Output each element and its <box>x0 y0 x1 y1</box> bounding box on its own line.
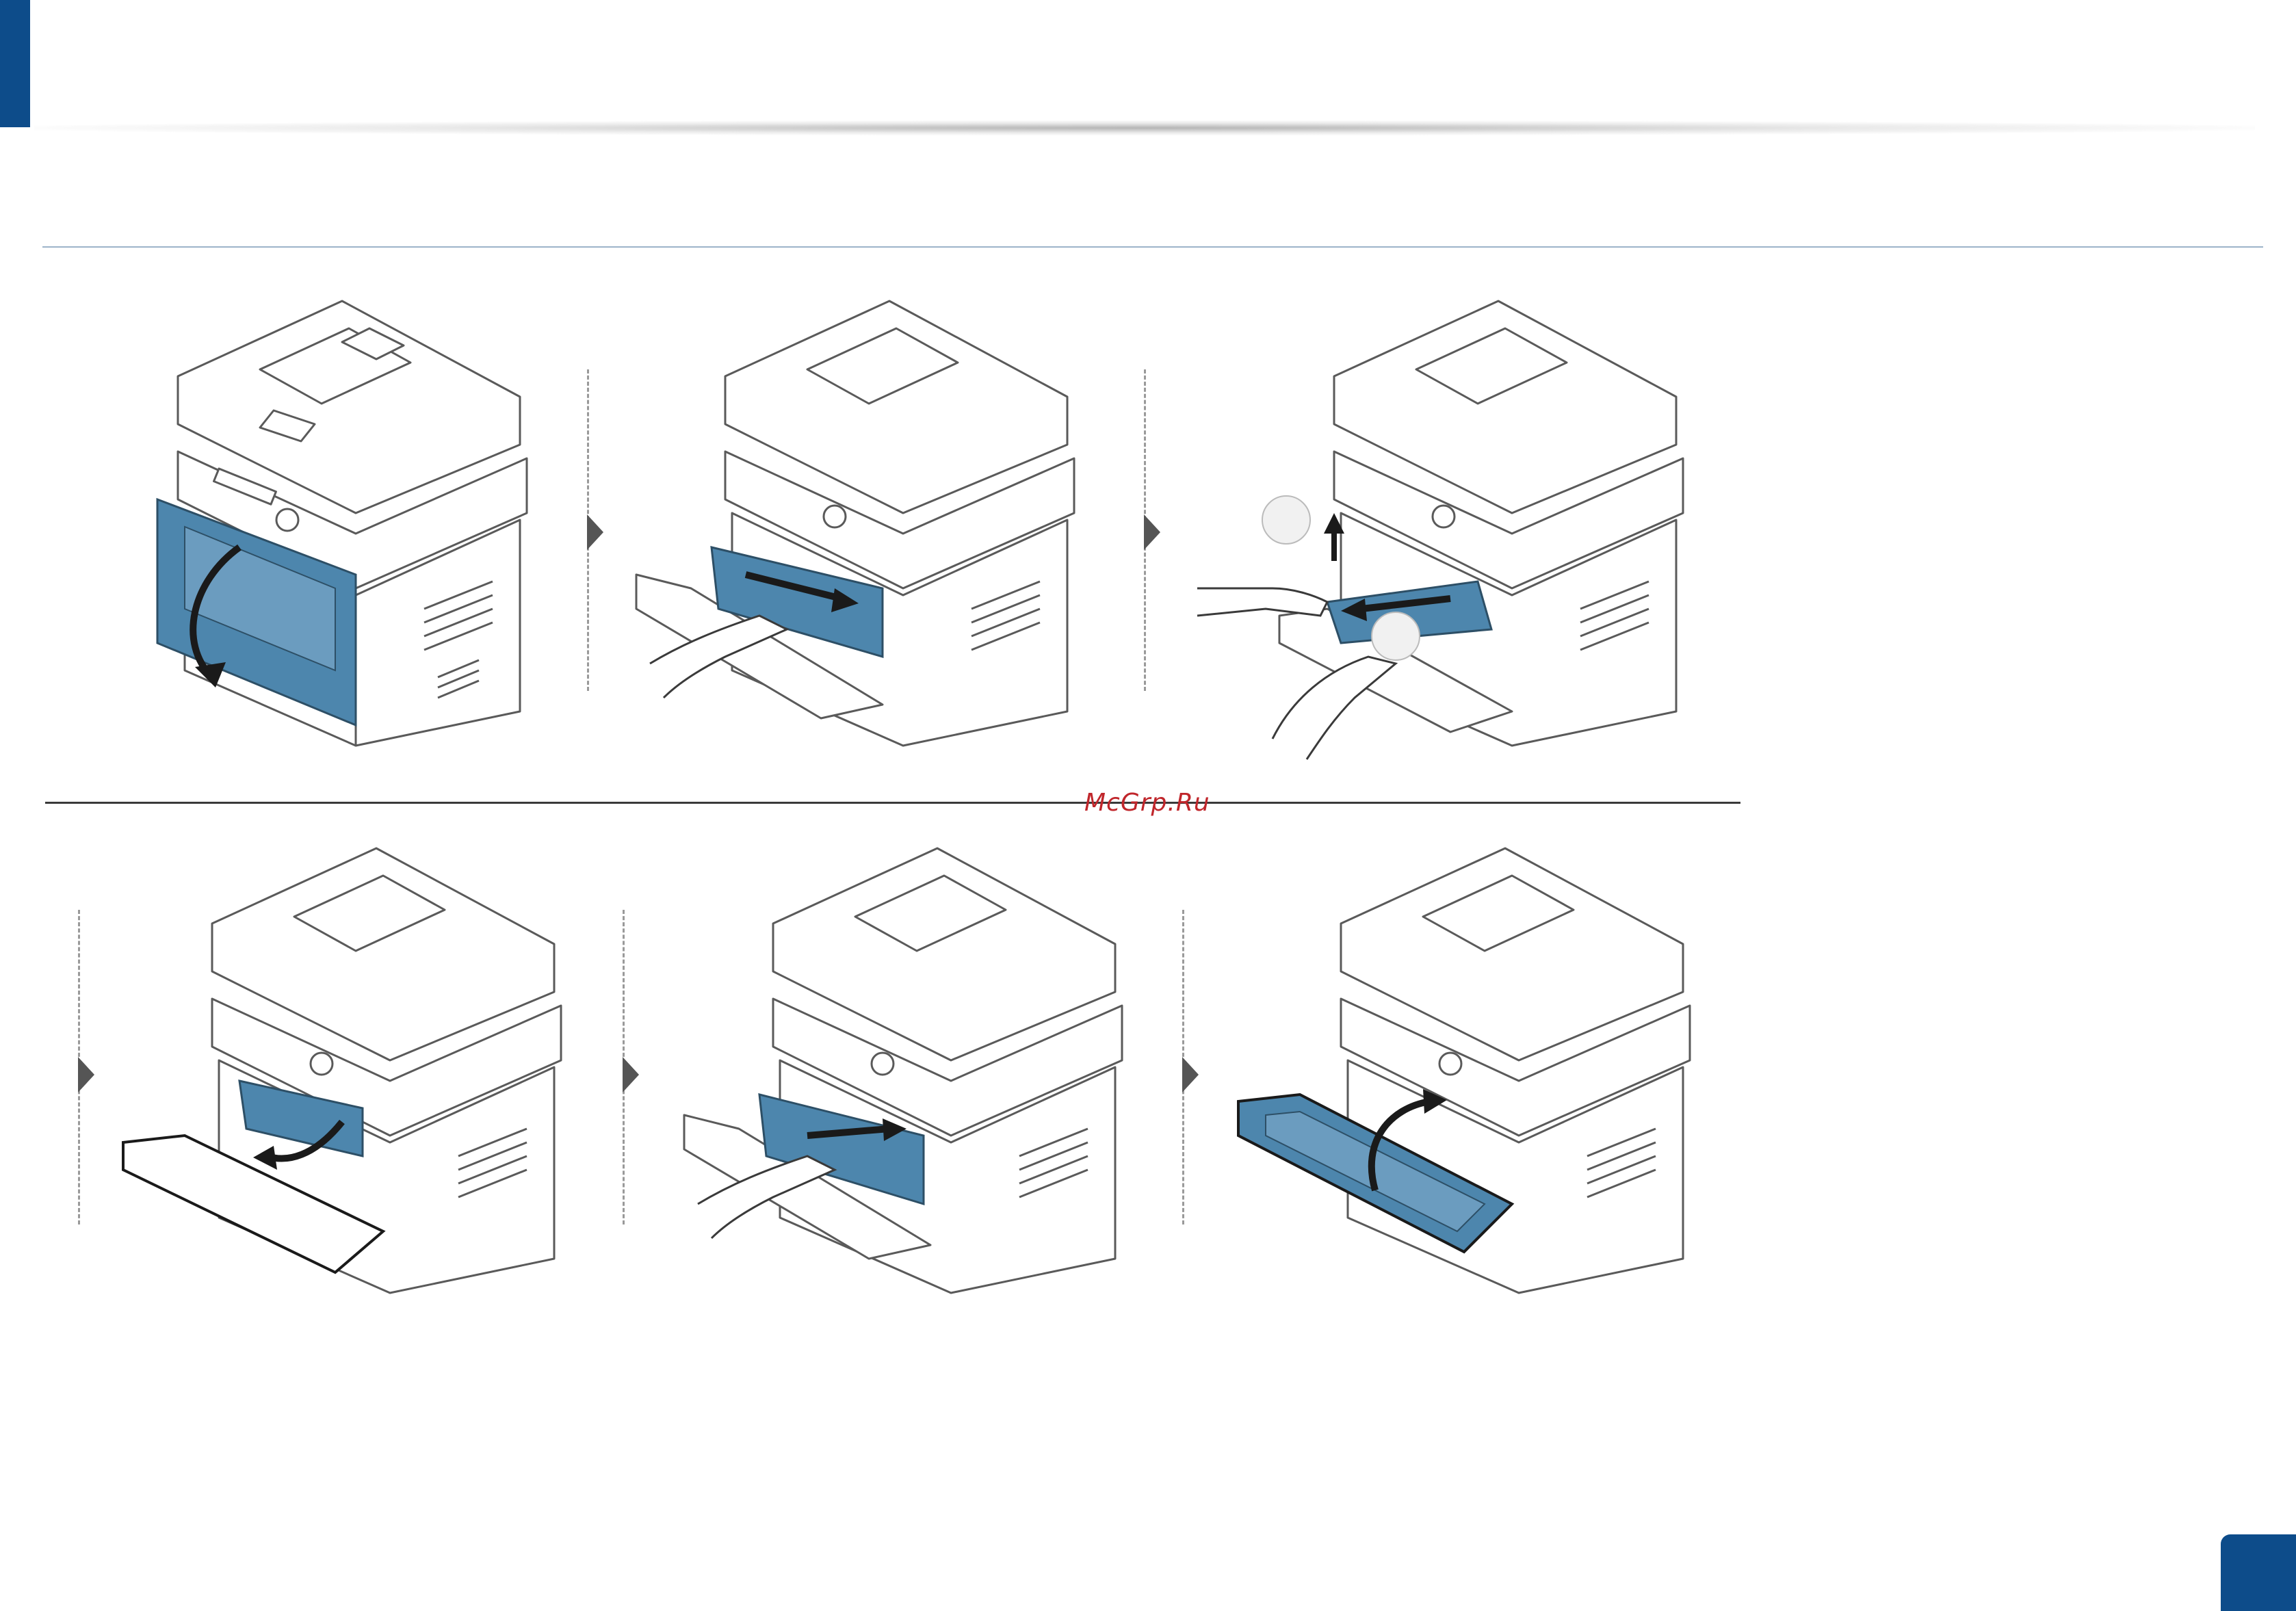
page-number-badge <box>2221 1534 2296 1611</box>
header-shadow <box>34 120 2255 135</box>
step-6-illustration <box>1225 835 1717 1300</box>
step-arrow-icon <box>78 1057 94 1092</box>
step-2-illustration <box>623 287 1115 752</box>
step-arrow-icon <box>623 1057 639 1092</box>
section-rule <box>42 246 2263 248</box>
step-arrow-icon <box>1182 1057 1199 1092</box>
watermark: McGrp.Ru <box>1084 789 1210 817</box>
step-1-illustration <box>137 287 561 752</box>
step-5-illustration <box>670 835 1163 1300</box>
step-3-illustration <box>1190 287 1710 766</box>
chapter-tab <box>0 0 30 127</box>
step-arrow-icon <box>1144 514 1160 550</box>
step-4-illustration <box>109 835 602 1300</box>
step-arrow-icon <box>587 514 603 550</box>
row-separator <box>45 802 1740 804</box>
